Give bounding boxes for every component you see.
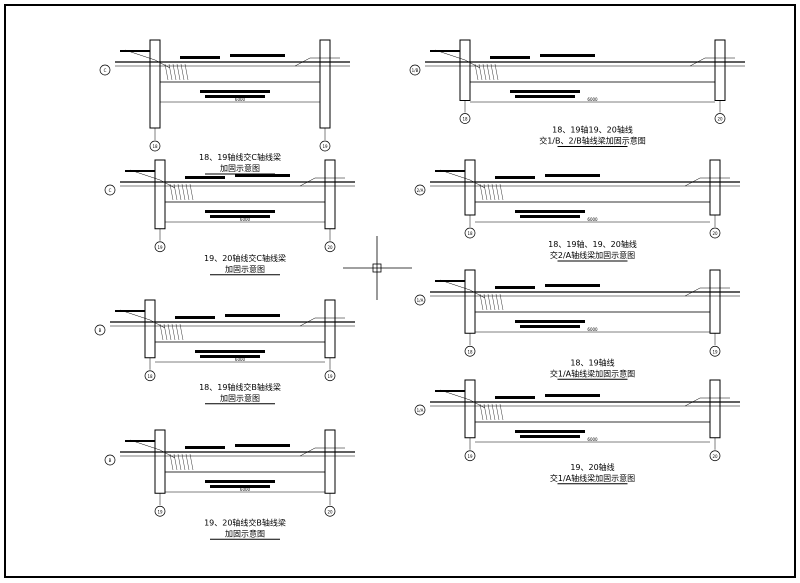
column-axis-bubble: 20 [714,113,726,124]
drawing-caption-subtitle: 交2/A轴线梁加固示意图 [550,250,635,260]
drawing-caption-title: 18、19轴线交C轴线梁 [199,152,281,162]
column-axis-bubble: 19 [324,370,336,382]
drawing-caption-title: 18、19轴、19、20轴线 [548,239,637,249]
row-axis-label: 1/A [417,298,424,303]
column-axis-label: 19 [327,374,333,379]
drawing-caption-subtitle: 交1/B、2/B轴线梁加固示意图 [539,136,646,146]
column-axis-label: 18 [462,117,468,122]
crosshair-mark [343,236,412,300]
dimension-label: 6000 [235,97,246,102]
column-axis-bubble: 20 [324,505,336,517]
row-axis-bubble: 1/A [414,404,426,416]
column-axis-bubble: 20 [709,450,721,462]
column-axis-label: 18 [152,144,158,149]
dimension-label: 6000 [235,357,246,362]
row-axis-label: B [99,328,102,333]
column-axis-bubble: 18 [144,370,156,382]
column-axis-label: 20 [717,117,723,122]
column-axis-bubble: 19 [464,450,476,462]
drawing-caption-title: 18、19轴线交B轴线梁 [199,382,281,392]
row-axis-label: B [109,458,112,463]
column-axis-label: 19 [157,245,163,250]
dimension-label: 6000 [587,217,598,222]
drawing-caption-subtitle: 交1/A轴线梁加固示意图 [550,368,635,378]
column-axis-label: 20 [327,509,333,514]
column-axis-bubble: 18 [464,345,476,357]
column-axis-bubble: 20 [709,227,721,239]
dimension-label: 6000 [240,487,251,492]
row-axis-bubble: 2/A [414,184,426,196]
drawing-caption-subtitle: 加固示意图 [220,393,260,403]
column-axis-label: 19 [322,144,328,149]
column-axis-bubble: 18 [149,140,161,152]
dimension-label: 6000 [587,97,598,102]
column-axis-bubble: 20 [324,241,336,253]
column-axis-label: 20 [712,231,718,236]
column-axis-label: 18 [467,231,473,236]
drawing-caption-subtitle: 交1/A轴线梁加固示意图 [550,473,635,483]
row-axis-bubble: B [104,454,116,466]
dimension-label: 6000 [240,217,251,222]
drawing-caption-subtitle: 加固示意图 [220,163,260,173]
row-axis-bubble: C [99,64,111,76]
column-axis-label: 19 [467,454,473,459]
drawing-caption-subtitle: 加固示意图 [225,528,265,538]
row-axis-label: C [104,68,107,73]
column-axis-bubble: 18 [464,227,476,239]
drawing-caption-title: 19、20轴线交C轴线梁 [204,253,286,263]
row-axis-bubble: 1/B [409,64,421,76]
sheet-border [4,4,796,578]
drawing-caption-title: 18、19轴线 [570,357,614,367]
dimension-label: 6000 [587,327,598,332]
row-axis-bubble: B [94,324,106,336]
column-axis-label: 19 [157,509,163,514]
column-axis-label: 20 [712,454,718,459]
column-axis-bubble: 19 [154,241,166,253]
dimension-label: 6000 [587,437,598,442]
column-axis-bubble: 19 [154,505,166,517]
row-axis-bubble: C [104,184,116,196]
column-axis-label: 19 [712,349,718,354]
drawing-caption-subtitle: 加固示意图 [225,264,265,274]
row-axis-bubble: 1/A [414,294,426,306]
column-axis-bubble: 19 [709,345,721,357]
column-axis-bubble: 19 [319,140,331,152]
row-axis-label: C [109,188,112,193]
column-axis-label: 20 [327,245,333,250]
column-axis-label: 18 [467,349,473,354]
row-axis-label: 1/B [412,68,419,73]
row-axis-label: 1/A [417,408,424,413]
drawing-caption-title: 19、20轴线交B轴线梁 [204,517,286,527]
column-axis-label: 18 [147,374,153,379]
drawing-caption-title: 18、19轴19、20轴线 [552,125,633,135]
column-axis-bubble: 18 [459,113,471,124]
row-axis-label: 2/A [417,188,424,193]
drawing-caption-title: 19、20轴线 [570,462,614,472]
